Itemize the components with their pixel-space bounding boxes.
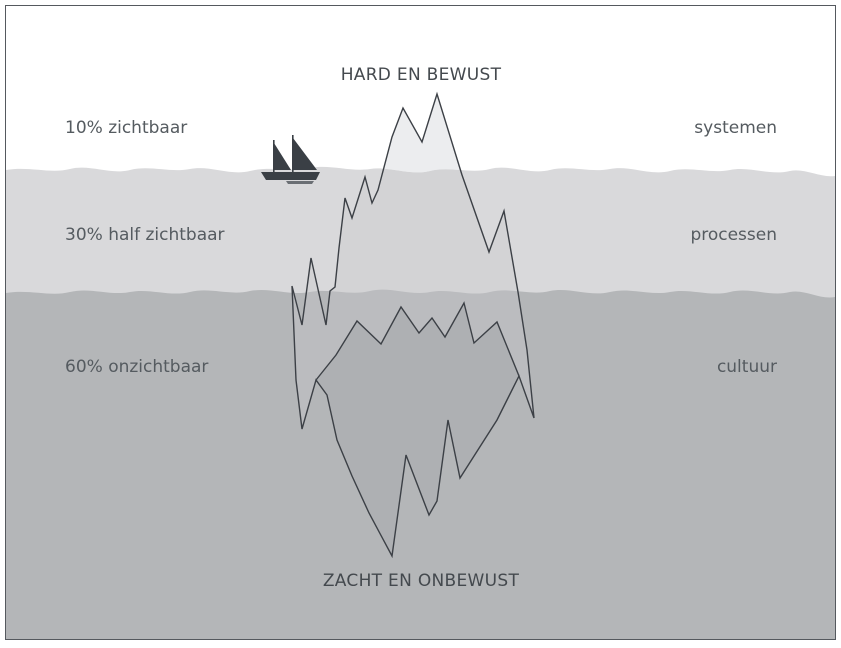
title-hard-en-bewust: HARD EN BEWUST [341,65,502,85]
layer-right-label: cultuur [717,357,777,377]
layer-left-label: 10% zichtbaar [65,118,187,138]
layer-left-label: 30% half zichtbaar [65,225,225,245]
deep-water-layer [6,289,835,639]
layer-right-label: systemen [694,118,777,138]
layer-right-label: processen [690,225,777,245]
title-zacht-en-onbewust: ZACHT EN ONBEWUST [323,571,520,591]
iceberg-outline [291,91,535,559]
iceberg-inner-ridge [315,301,520,381]
iceberg-icon [291,91,535,559]
sailboat-icon [261,135,320,184]
layer-left-label: 60% onzichtbaar [65,357,208,377]
